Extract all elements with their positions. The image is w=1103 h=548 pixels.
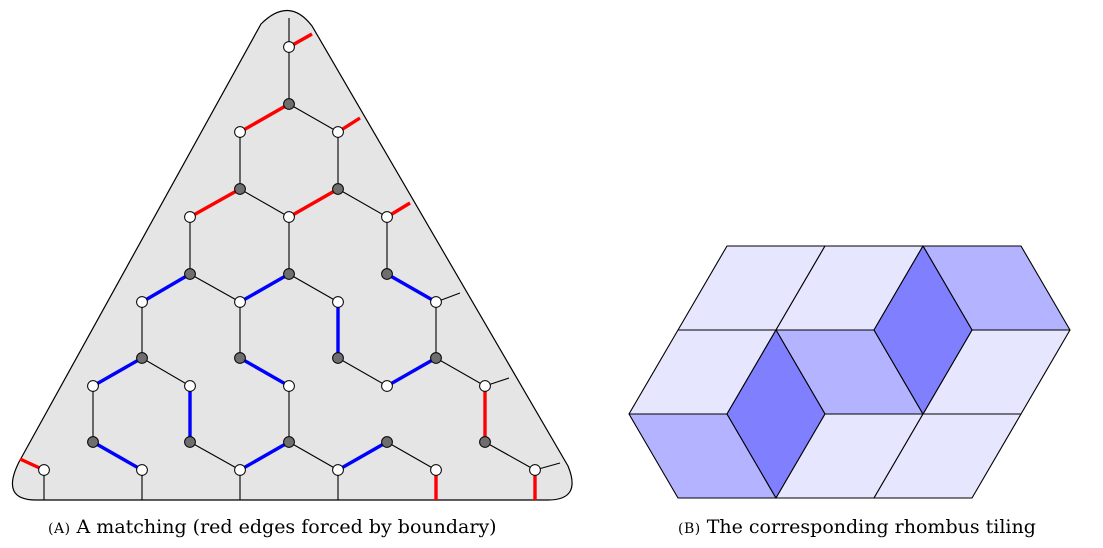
- forced-edge: [288, 187, 339, 219]
- matching-edge: [92, 440, 143, 472]
- black-vertex: [283, 98, 295, 110]
- white-vertex: [430, 296, 442, 308]
- white-vertex: [234, 126, 246, 138]
- black-vertex: [136, 352, 148, 364]
- white-vertex: [332, 464, 344, 476]
- matching-edge: [386, 272, 437, 304]
- white-vertex: [184, 211, 196, 223]
- black-vertex: [234, 183, 246, 195]
- caption-a-text: A matching (red edges forced by boundary…: [76, 516, 497, 538]
- white-vertex: [283, 211, 295, 223]
- matching-edge: [92, 356, 143, 388]
- white-vertex: [136, 296, 148, 308]
- forced-edge: [189, 187, 241, 219]
- graph-edge: [288, 273, 339, 303]
- graph-edge: [386, 441, 437, 471]
- forced-edge: [239, 102, 290, 134]
- rhombus-tile: [873, 413, 1022, 499]
- caption-b: (B) The corresponding rhombus tiling: [678, 516, 1036, 538]
- white-vertex: [87, 380, 99, 392]
- black-vertex: [381, 268, 393, 280]
- matching-edge: [386, 356, 437, 388]
- caption-b-tag: (B): [678, 521, 701, 537]
- black-vertex: [87, 436, 99, 448]
- graph-edge: [239, 188, 290, 218]
- graph-edge: [337, 188, 388, 218]
- white-vertex: [529, 464, 541, 476]
- black-vertex: [479, 436, 491, 448]
- matching-edge: [239, 272, 290, 304]
- white-vertex: [234, 464, 246, 476]
- matching-edge: [141, 272, 191, 304]
- graph-vertices: [38, 41, 541, 476]
- matching-edges: [19, 32, 537, 500]
- graph-edge: [337, 357, 388, 387]
- black-vertex: [430, 352, 442, 364]
- graph-edge: [189, 273, 241, 303]
- white-vertex: [332, 126, 344, 138]
- graph-edge: [484, 441, 536, 471]
- white-vertex: [381, 211, 393, 223]
- black-vertex: [184, 436, 196, 448]
- white-vertex: [283, 380, 295, 392]
- black-vertex: [283, 436, 295, 448]
- black-vertex: [184, 268, 196, 280]
- white-vertex: [430, 464, 442, 476]
- black-vertex: [283, 268, 295, 280]
- graph-edge: [288, 441, 339, 471]
- matching-edge: [337, 440, 388, 472]
- white-vertex: [381, 380, 393, 392]
- caption-b-text: The corresponding rhombus tiling: [707, 516, 1036, 538]
- white-vertex: [234, 296, 246, 308]
- white-vertex: [283, 41, 295, 53]
- graph-edge: [435, 357, 486, 387]
- white-vertex: [332, 296, 344, 308]
- matching-panel: [11, 9, 573, 501]
- black-vertex: [381, 436, 393, 448]
- white-vertex: [184, 380, 196, 392]
- white-vertex: [38, 464, 50, 476]
- caption-a: (A) A matching (red edges forced by bound…: [48, 516, 497, 538]
- matching-edge: [239, 440, 290, 472]
- graph-edge: [189, 441, 241, 471]
- black-vertex: [332, 352, 344, 364]
- matching-edge: [239, 356, 290, 388]
- triangular-region: [11, 9, 573, 501]
- white-vertex: [479, 380, 491, 392]
- black-vertex: [332, 183, 344, 195]
- caption-a-tag: (A): [48, 521, 71, 537]
- white-vertex: [136, 464, 148, 476]
- black-vertex: [234, 352, 246, 364]
- graph-edge: [288, 103, 339, 133]
- rhombus-tiling-panel: [628, 245, 1071, 499]
- graph-edge: [141, 357, 191, 387]
